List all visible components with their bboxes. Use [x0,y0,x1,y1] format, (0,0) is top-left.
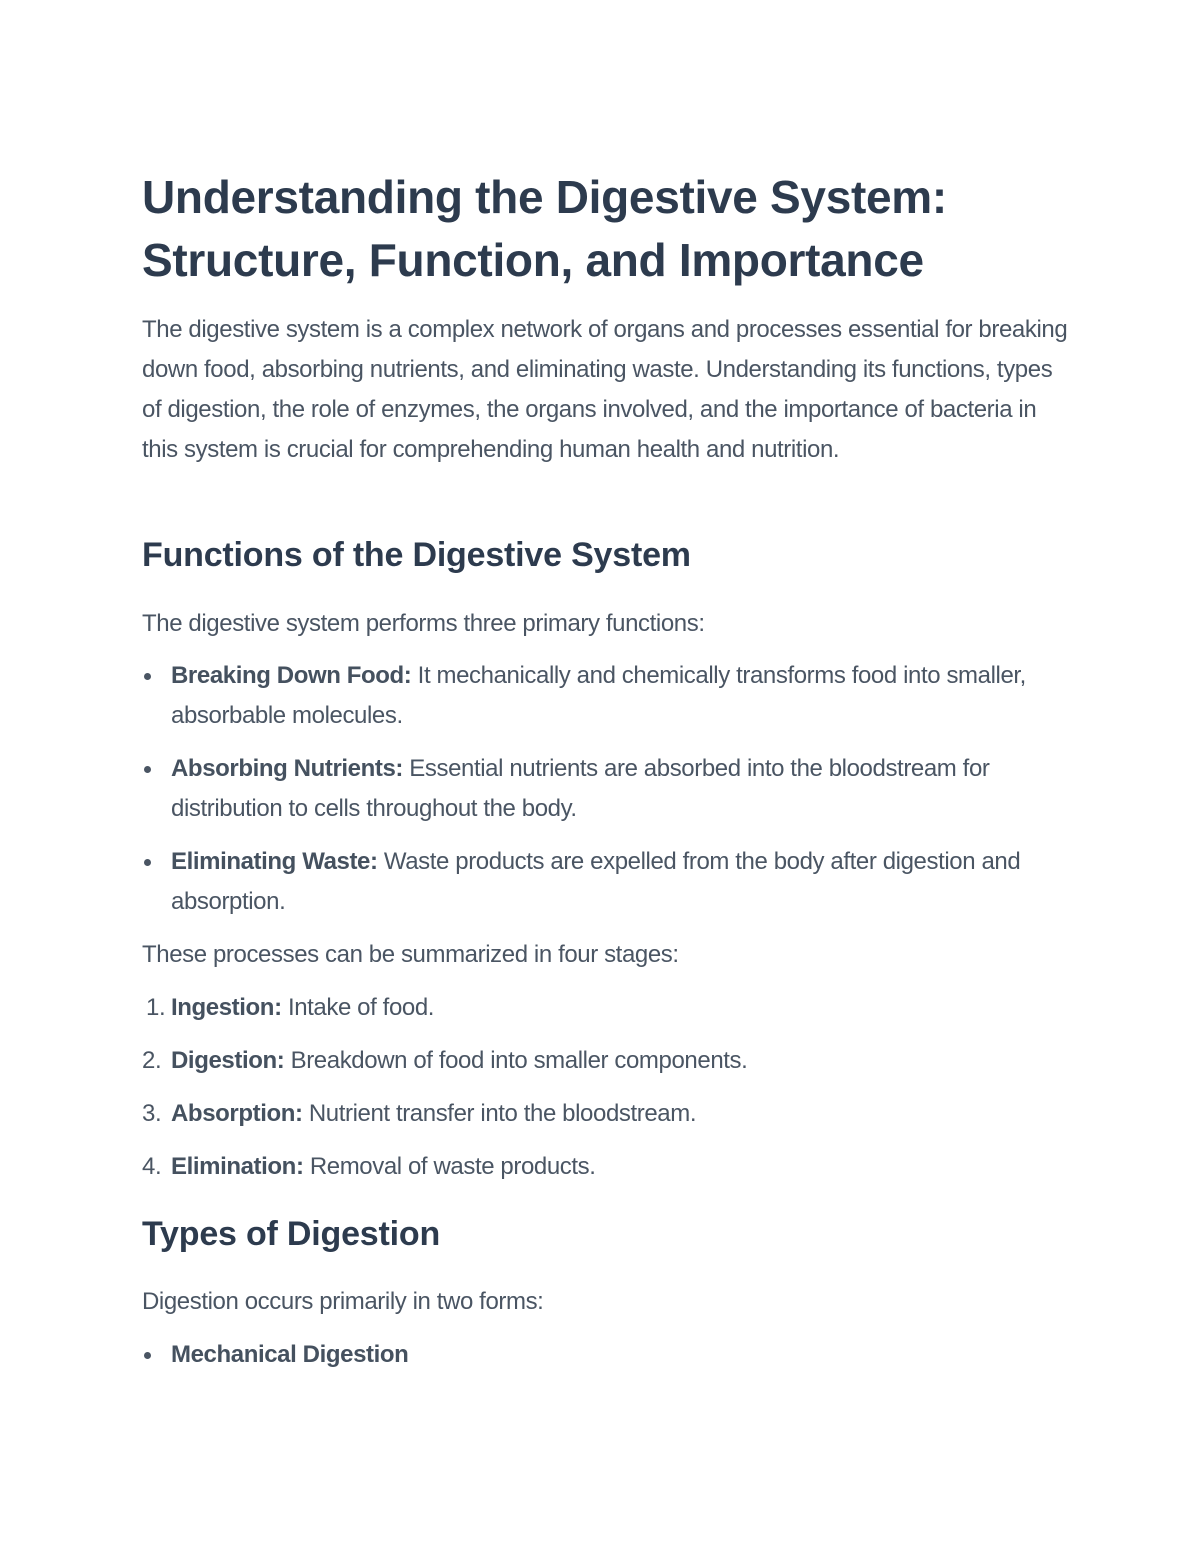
intro-paragraph: The digestive system is a complex networ… [142,316,1068,463]
list-item-term: Breaking Down Food: [171,662,412,689]
list-item-term: Absorption: [171,1100,303,1127]
list-item-number: 1. [146,994,166,1021]
list-item: Breaking Down Food: It mechanically and … [142,656,1042,736]
functions-lead: The digestive system performs three prim… [142,610,705,637]
list-item-number: 4. [142,1153,162,1180]
list-item: Eliminating Waste: Waste products are ex… [142,842,1042,922]
bullet-icon [144,673,151,680]
page-title: Understanding the Digestive System: Stru… [142,171,947,286]
list-item: 3. Absorption: Nutrient transfer into th… [142,1094,1042,1134]
list-item-text: Removal of waste products. [303,1153,596,1180]
stages-summary: These processes can be summarized in fou… [142,941,679,968]
types-lead: Digestion occurs primarily in two forms: [142,1288,544,1315]
types-list: Mechanical Digestion [142,1335,1042,1388]
list-item-text: It mechanically and chemically transform… [171,662,1026,729]
list-item: 2. Digestion: Breakdown of food into sma… [142,1041,1042,1081]
list-item-number: 3. [142,1100,162,1127]
list-item: 1. Ingestion: Intake of food. [142,988,1042,1028]
list-item: Mechanical Digestion [142,1335,1042,1375]
functions-list: Breaking Down Food: It mechanically and … [142,656,1042,935]
list-item-term: Ingestion: [171,994,282,1021]
bullet-icon [144,859,151,866]
list-item-term: Eliminating Waste: [171,848,378,875]
list-item-term: Absorbing Nutrients: [171,755,403,782]
list-item: 4. Elimination: Removal of waste product… [142,1147,1042,1187]
stages-list: 1. Ingestion: Intake of food. 2. Digesti… [142,988,1042,1200]
list-item-text: Intake of food. [281,994,435,1021]
list-item-text: Waste products are expelled from the bod… [171,848,1021,915]
list-item-text: Breakdown of food into smaller component… [284,1047,748,1074]
list-item-term: Mechanical Digestion [171,1341,409,1368]
list-item: Absorbing Nutrients: Essential nutrients… [142,749,1042,829]
list-item-text: Nutrient transfer into the bloodstream. [302,1100,697,1127]
list-item-text: Essential nutrients are absorbed into th… [171,755,990,822]
section-heading-types: Types of Digestion [142,1215,441,1253]
list-item-term: Elimination: [171,1153,304,1180]
list-item-number: 2. [142,1047,162,1074]
section-heading-functions: Functions of the Digestive System [142,536,691,574]
bullet-icon [144,766,151,773]
list-item-term: Digestion: [171,1047,285,1074]
bullet-icon [144,1352,151,1359]
